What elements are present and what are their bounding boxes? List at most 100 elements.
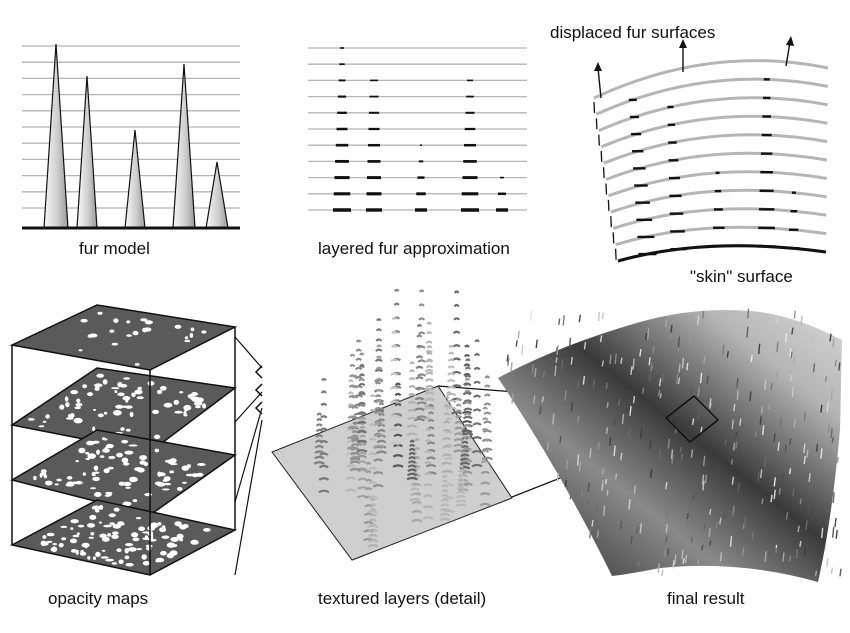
fur-texture-stroke (556, 345, 559, 355)
opacity-hole (128, 444, 138, 447)
opacity-hole (69, 538, 78, 544)
opacity-hole (76, 532, 80, 536)
fur-texture-stroke (773, 477, 776, 487)
displaced-layer-arc (610, 188, 827, 214)
fur-model-panel (22, 43, 240, 230)
opacity-hole (116, 548, 122, 553)
fur-texture-stroke (832, 492, 835, 504)
strand-segment (426, 331, 433, 335)
opacity-hole (186, 464, 191, 469)
fur-texture-stroke (597, 311, 601, 322)
arrow-tick (610, 216, 612, 228)
strand-segment (315, 434, 324, 438)
strand-segment (425, 428, 432, 432)
strand-segment (374, 394, 382, 398)
opacity-hole (184, 339, 191, 343)
opacity-hole (136, 396, 144, 400)
opacity-hole (71, 549, 77, 553)
fur-texture-stroke (706, 375, 709, 385)
strand-segment (445, 417, 453, 421)
fur-texture-stroke (531, 363, 534, 374)
strand-segment (424, 384, 435, 389)
opacity-hole (142, 561, 150, 566)
fur-texture-stroke (815, 443, 819, 452)
strand-segment (443, 420, 451, 424)
strand-segment (448, 351, 455, 355)
opacity-hole (157, 471, 162, 477)
strand-segment (463, 424, 472, 428)
strand-segment (458, 465, 464, 469)
fur-texture-stroke (793, 418, 796, 428)
strand-segment (369, 423, 377, 427)
fur-strand (373, 318, 385, 413)
strand-segment (358, 352, 365, 356)
strand-segment (454, 420, 463, 425)
strand-segment (407, 464, 417, 468)
opacity-hole (117, 392, 125, 397)
fur-texture-stroke (511, 393, 514, 404)
strand-segment (426, 351, 433, 356)
fur-texture-stroke (742, 523, 745, 530)
strand-segment (320, 415, 328, 419)
fur-texture-stroke (696, 315, 700, 325)
displaced-surfaces-panel (593, 36, 829, 263)
strand-segment (425, 463, 437, 468)
fur-strand (416, 289, 428, 419)
strand-segment (464, 377, 471, 382)
fur-texture-stroke (757, 472, 760, 482)
strand-segment (428, 403, 434, 408)
arrow-tick (593, 101, 596, 114)
strand-segment (445, 399, 457, 404)
surface-normal-arrows (594, 36, 794, 99)
opacity-hole (93, 465, 99, 471)
strand-segment (473, 353, 481, 357)
fur-texture-stroke (578, 461, 582, 472)
fur-texture-stroke (649, 440, 652, 450)
opacity-hole (65, 401, 70, 408)
strand-segment (441, 461, 452, 466)
opacity-hole (111, 342, 119, 346)
fur-texture-stroke (630, 535, 633, 545)
fur-texture-stroke (595, 502, 598, 512)
strand-segment (464, 382, 472, 387)
fur-texture-stroke (737, 482, 740, 493)
fur-texture-stroke (564, 479, 567, 487)
fur-texture-stroke (736, 377, 739, 388)
strand-segment (423, 483, 433, 487)
fur-texture-stroke (691, 418, 695, 425)
arrow-tick (605, 183, 608, 195)
displaced-layer-arc (600, 114, 828, 149)
fur-texture-stroke (601, 312, 604, 320)
final-result-panel (498, 308, 842, 582)
strand-segment (389, 400, 399, 404)
opacity-hole (132, 330, 139, 336)
fur-texture-stroke (702, 310, 705, 319)
opacity-hole (179, 524, 187, 530)
strand-segment (481, 449, 490, 453)
fur-texture-stroke (793, 356, 796, 366)
fur-texture-stroke (803, 545, 807, 557)
opacity-hole (141, 554, 147, 560)
fur-texture-stroke (722, 344, 725, 355)
strand-segment (320, 402, 328, 407)
hair-cone (124, 129, 146, 229)
fur-texture-stroke (701, 474, 705, 485)
strand-segment (364, 487, 373, 491)
hair-cone (205, 161, 229, 229)
fur-texture-stroke (726, 350, 729, 358)
fur-texture-stroke (778, 487, 781, 495)
fur-texture-stroke (542, 371, 546, 379)
fur-texture-stroke (533, 395, 536, 404)
strand-segment (479, 502, 491, 507)
opacity-hole (203, 528, 211, 532)
fur-texture-stroke (672, 560, 675, 569)
fur-texture-stroke (530, 310, 533, 321)
strand-segment (484, 384, 491, 388)
opacity-hole (169, 550, 178, 556)
strand-segment (443, 395, 450, 400)
opacity-hole (160, 385, 167, 391)
strand-segment (462, 428, 468, 432)
fur-texture-stroke (665, 482, 668, 490)
strand-segment (464, 374, 472, 379)
fur-texture-stroke (785, 512, 789, 520)
